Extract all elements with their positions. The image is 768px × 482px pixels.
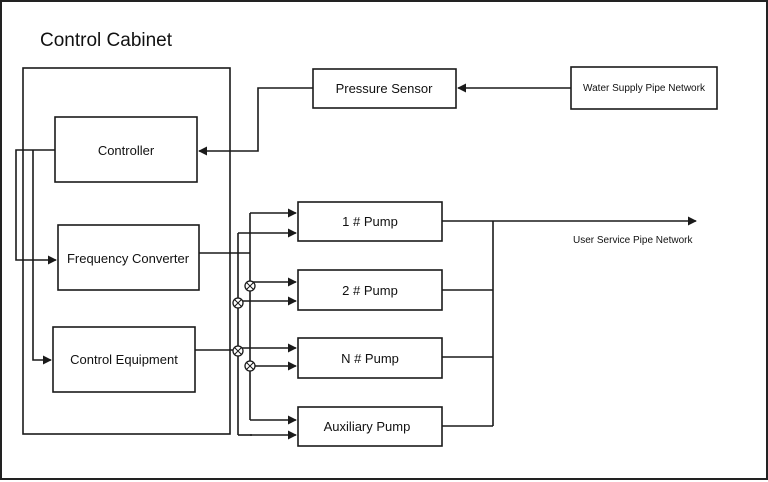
pump1-label: 1 # Pump: [342, 214, 398, 229]
diagram-title: Control Cabinet: [40, 30, 173, 51]
aux-pump-box: [297, 406, 443, 447]
control-equipment-box: [52, 326, 196, 393]
water-supply-label: Water Supply Pipe Network: [583, 83, 706, 94]
pump1-box: [297, 201, 443, 242]
valve-icon: [232, 345, 244, 357]
valve-icon: [232, 297, 244, 309]
controller-to-converter-arrow: [15, 149, 57, 265]
controller-box: [54, 116, 198, 183]
valve-icon: [244, 280, 256, 292]
frequency-converter-box: [57, 224, 200, 291]
pressure-sensor-label: Pressure Sensor: [336, 81, 433, 96]
sensor-to-controller-arrow: [198, 87, 313, 156]
pumpN-label: N # Pump: [341, 351, 399, 366]
pump2-label: 2 # Pump: [342, 283, 398, 298]
user-service-label: User Service Pipe Network: [573, 235, 693, 246]
pumpN-box: [297, 337, 443, 379]
frequency-converter-label: Frequency Converter: [67, 251, 190, 266]
controller-to-equipment-arrow: [32, 150, 52, 365]
valve-icon: [244, 360, 256, 372]
controller-label: Controller: [98, 143, 155, 158]
control-equipment-label: Control Equipment: [70, 352, 178, 367]
pump2-box: [297, 269, 443, 311]
aux-pump-label: Auxiliary Pump: [324, 419, 411, 434]
